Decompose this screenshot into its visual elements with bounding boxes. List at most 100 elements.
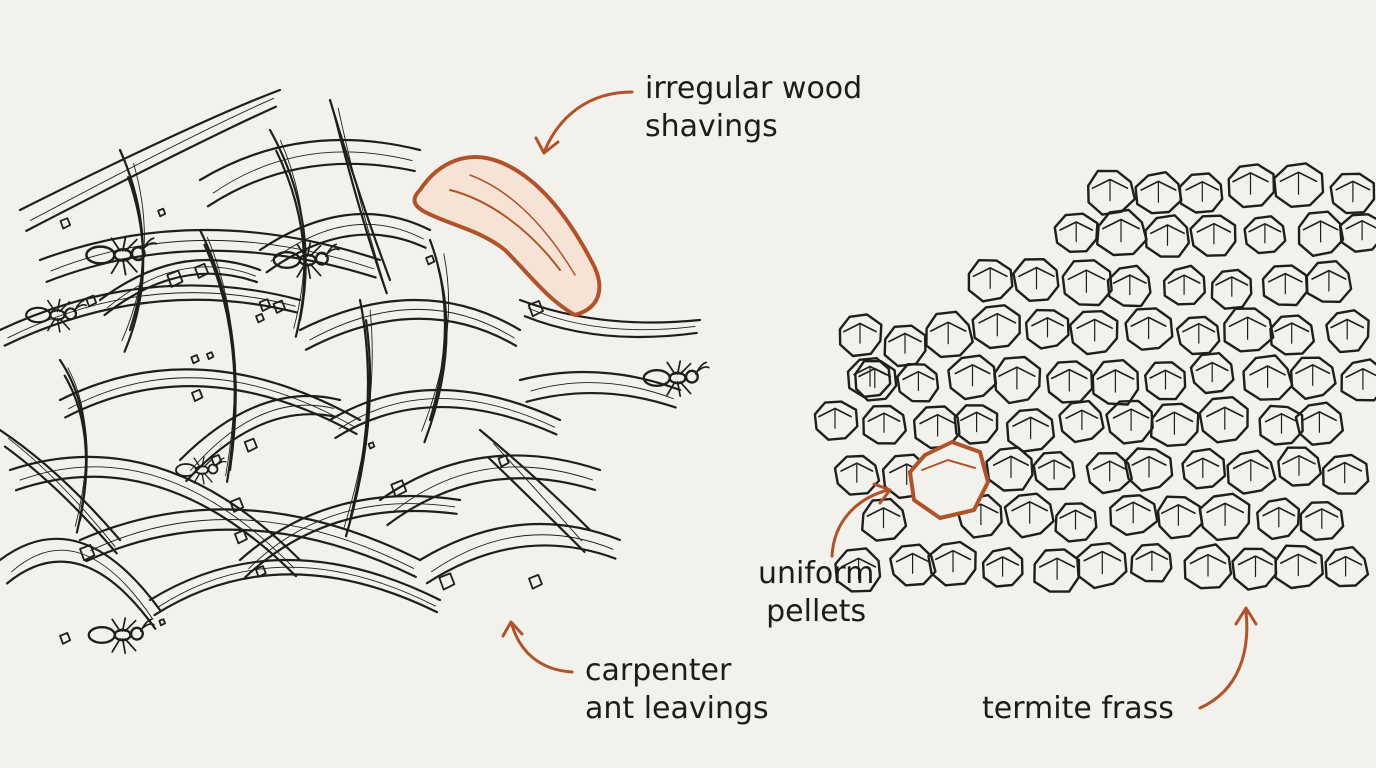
pellet-icon — [1156, 495, 1204, 540]
pellet-icon — [1261, 264, 1309, 307]
pellet-icon — [838, 313, 883, 358]
highlighted-shaving-icon — [412, 155, 602, 317]
pellet-icon — [1256, 497, 1301, 541]
pellet-icon — [927, 540, 977, 587]
pellet-icon — [981, 546, 1024, 588]
label-line: uniform — [758, 556, 875, 591]
label-line: carpenter — [585, 653, 732, 688]
pellet-icon — [1024, 308, 1070, 350]
pellet-icon — [1106, 264, 1152, 308]
pellet-icon — [1325, 309, 1370, 354]
pellet-icon — [1189, 352, 1235, 395]
pellet-icon — [985, 446, 1034, 492]
pellet-icon — [1134, 171, 1183, 215]
pellet-icon — [813, 400, 859, 441]
pellet-icon — [967, 259, 1014, 303]
pellet-icon — [1290, 356, 1337, 400]
pellet-icon — [1305, 260, 1353, 303]
pellet-icon — [1149, 402, 1200, 447]
pellet-icon — [1061, 259, 1113, 307]
pellet-icon — [834, 547, 882, 593]
pellet-icon — [1181, 447, 1227, 490]
pellet-icon — [896, 363, 940, 403]
arrow-to-pellet-icon — [830, 482, 892, 558]
pellet-icon — [1054, 502, 1098, 543]
label-carpenter-ant-leavings: carpenter ant leavings — [585, 652, 769, 728]
pellet-icon — [1058, 399, 1105, 444]
pellet-icon — [1269, 314, 1315, 356]
arrow-to-frass-pile-icon — [1198, 606, 1258, 710]
pellet-icon — [1189, 214, 1237, 257]
pellet-icon — [1243, 215, 1287, 255]
pellet-icon — [833, 454, 881, 496]
carpenter-ants — [25, 235, 710, 655]
label-termite-frass: termite frass — [982, 690, 1174, 728]
label-line: ant leavings — [585, 691, 769, 726]
pellet-icon — [1329, 172, 1376, 215]
pellet-icon — [1198, 492, 1251, 542]
ant-icon — [87, 617, 155, 655]
highlighted-pellet-icon — [908, 440, 990, 520]
ant-icon — [642, 360, 710, 398]
pellet-icon — [1299, 501, 1345, 541]
pellet-icon — [947, 354, 998, 401]
pellet-icon — [1277, 446, 1322, 487]
pellet-icon — [1226, 449, 1277, 495]
label-line: termite frass — [982, 691, 1174, 726]
pellet-icon — [1324, 546, 1370, 588]
pellet-icon — [1087, 169, 1136, 216]
pellet-icon — [1032, 451, 1076, 491]
pellet-icon — [1294, 401, 1344, 446]
pellet-icon — [1231, 547, 1278, 591]
label-line: pellets — [766, 594, 867, 629]
pellet-icon — [1096, 208, 1148, 257]
pellet-icon — [993, 355, 1042, 405]
pellet-icon — [1003, 492, 1055, 539]
pellet-icon — [1183, 543, 1233, 590]
arrow-to-ant-pile-icon — [501, 620, 574, 674]
pellet-icon — [1274, 544, 1324, 590]
label-line: shavings — [645, 109, 778, 144]
pellet-icon — [1340, 358, 1376, 402]
pellet-icon — [1123, 447, 1174, 492]
pellet-icon — [925, 310, 974, 359]
pellet-icon — [1109, 494, 1159, 536]
label-line: irregular wood — [645, 71, 863, 106]
pellet-icon — [861, 497, 908, 542]
pellet-icon — [1053, 212, 1099, 253]
pellet-icon — [1012, 258, 1060, 302]
pellet-icon — [1162, 264, 1206, 306]
label-uniform-pellets: uniform pellets — [758, 555, 874, 631]
ant-icon — [25, 298, 87, 333]
pellet-icon — [1144, 214, 1190, 258]
pellet-icon — [1198, 396, 1249, 444]
pellet-icon — [1124, 307, 1174, 351]
pellet-icon — [1046, 360, 1094, 404]
pellet-icon — [1175, 315, 1221, 356]
pellet-icon — [846, 357, 892, 398]
pellet-icon — [1085, 452, 1133, 495]
ant-icon — [85, 235, 158, 276]
pellet-icon — [953, 404, 999, 445]
pellet-icon — [1258, 404, 1304, 446]
pellet-icon — [1242, 354, 1294, 401]
pellet-icon — [1322, 453, 1370, 495]
pellet-icon — [1338, 213, 1376, 253]
pellet-icon — [1069, 310, 1119, 356]
pellet-icon — [1210, 268, 1253, 310]
pellet-icon — [1297, 210, 1345, 257]
pellet-icon — [1223, 307, 1275, 353]
pellet-icon — [1091, 359, 1140, 406]
pellet-icon — [1178, 172, 1224, 214]
termite-pellet-pile — [813, 162, 1376, 593]
pellet-icon — [883, 324, 927, 368]
pellet-icon — [1033, 548, 1081, 593]
pellet-icon — [1144, 361, 1187, 401]
pellet-icon — [889, 543, 937, 587]
arrow-to-shavings-icon — [534, 90, 634, 155]
pellet-icon — [862, 404, 907, 445]
label-irregular-wood-shavings: irregular wood shavings — [645, 70, 862, 146]
wood-shavings-pile — [0, 88, 702, 645]
